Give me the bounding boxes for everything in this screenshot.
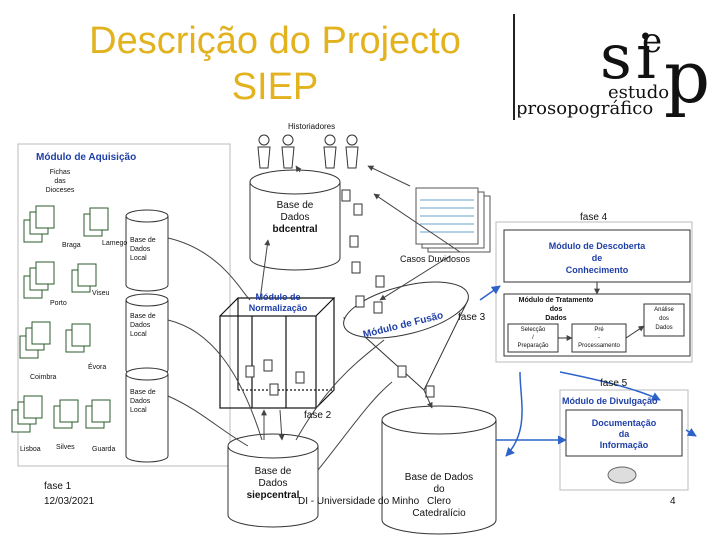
clero-db-cylinder: [381, 405, 497, 535]
svg-text:e: e: [642, 21, 662, 61]
preprocessing-box: [571, 323, 627, 353]
siepcentral-db-cylinder: [227, 433, 319, 528]
siep-logo: s i e p estudo prosopográfico: [518, 20, 710, 119]
slide-title: Descrição do Projecto SIEP: [40, 18, 510, 110]
svg-text:s: s: [600, 20, 632, 93]
phase1-label: fase 1: [44, 481, 72, 492]
title-line-2: SIEP: [231, 66, 319, 108]
diocese-braga: Braga: [62, 242, 81, 249]
acquisition-frame: [17, 143, 231, 467]
phase4-label: fase 4: [580, 212, 608, 223]
doubtful-cases-docs: [415, 187, 491, 253]
diocese-viseu: Viseu: [92, 290, 110, 297]
diocese-coimbra: Coimbra: [30, 374, 57, 381]
flow-arrows: [167, 165, 461, 471]
historians-icons: [257, 134, 359, 169]
documentation-box: [565, 409, 683, 457]
selection-label: Selecção/Preparação: [517, 327, 549, 349]
cd-icon: [607, 466, 637, 484]
svg-text:p: p: [664, 35, 710, 119]
logo-divider: [513, 14, 515, 120]
central-db-cylinder: [249, 169, 341, 271]
diocese-guarda: Guarda: [92, 446, 116, 453]
diocese-silves: Silves: [56, 444, 75, 451]
fusion-funnel: [342, 281, 469, 391]
doubtful-cases-label: Casos Duvidosos: [400, 254, 471, 264]
phase2-label: fase 2: [304, 410, 332, 421]
dissemination-module-label: Módulo de Divulgação: [562, 396, 658, 406]
normalization-cube: [219, 297, 336, 409]
acquisition-module-label: Módulo de Aquisição: [36, 152, 137, 163]
diocese-porto: Porto: [50, 300, 67, 307]
blue-arrows: [479, 285, 697, 457]
diocese-lisboa: Lisboa: [20, 446, 41, 453]
phase3-label: fase 3: [458, 312, 486, 323]
phase5-label: fase 5: [600, 378, 628, 389]
title-line-1: Descrição do Projecto: [89, 20, 461, 62]
diocese-lamego: Lamego: [102, 240, 128, 247]
diocese-cards: [11, 205, 111, 433]
logo-line-2: prosopográfico: [518, 98, 653, 119]
analysis-box: [643, 303, 685, 337]
preprocessing-label: Pré-Processamento: [578, 327, 620, 349]
logo-line-1: estudo: [608, 82, 669, 103]
diocese-evora: Évora: [88, 364, 107, 371]
svg-text:i: i: [636, 20, 656, 93]
historians-label: Historiadores: [288, 122, 336, 131]
footer-organization: DI - Universidade do Minho: [298, 496, 420, 507]
local-db-cylinders: [125, 209, 169, 463]
page-number: 4: [670, 496, 676, 507]
footer-date: 12/03/2021: [44, 496, 95, 507]
